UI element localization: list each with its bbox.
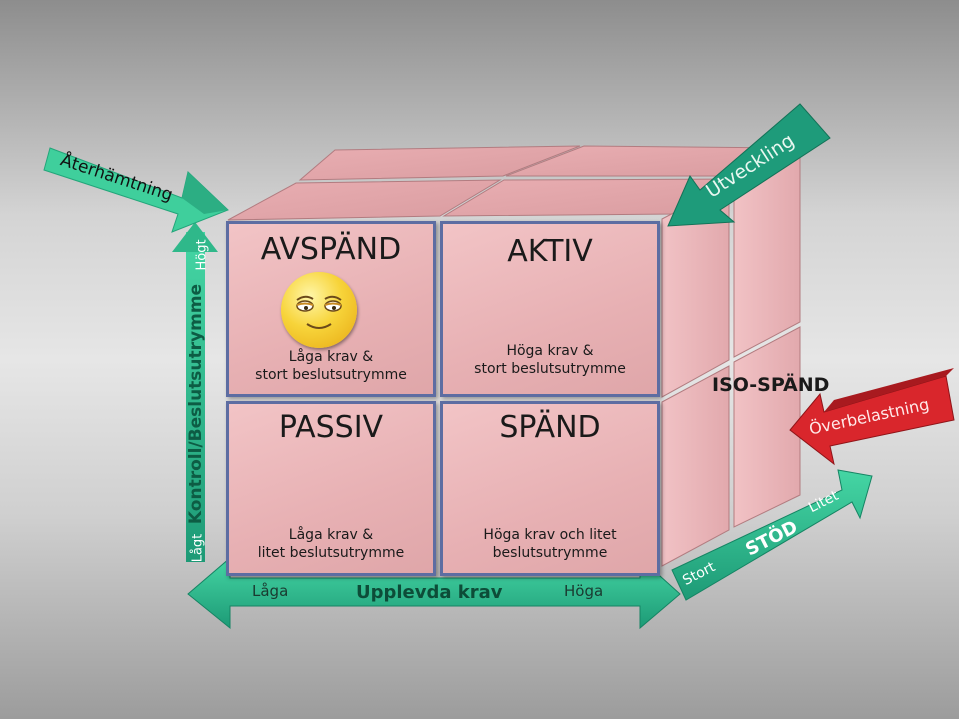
overload-arrow xyxy=(789,375,955,466)
quadrant-description: Låga krav & stort beslutsutrymme xyxy=(255,349,407,383)
quadrant-title: AKTIV xyxy=(507,234,593,269)
quadrant-description: Höga krav och litet beslutsutrymme xyxy=(483,527,617,561)
vertical-axis-title: Kontroll/Beslutsutrymme xyxy=(186,283,206,525)
side-tile-bottom-back xyxy=(733,326,801,528)
quadrant-spand: SPÄND Höga krav och litet beslutsutrymme xyxy=(440,401,660,576)
vertical-axis-low-label: Lågt xyxy=(190,533,206,563)
recovery-arrow-shade xyxy=(182,172,228,214)
side-tile-bottom-front xyxy=(661,365,730,567)
horizontal-axis-title: Upplevda krav xyxy=(356,582,503,603)
quadrant-title: SPÄND xyxy=(499,410,601,445)
quadrant-title: PASSIV xyxy=(278,410,384,445)
vertical-axis-arrow-head xyxy=(172,222,218,252)
vertical-axis-arrow xyxy=(186,232,205,562)
top-tile-front-left xyxy=(227,179,502,221)
top-tile-back-left xyxy=(298,145,581,181)
vertical-axis-high-label: Högt xyxy=(194,239,210,271)
quadrant-avspand: AVSPÄND Låga krav & stort beslutsutrymme xyxy=(226,221,436,397)
horizontal-axis-low-label: Låga xyxy=(252,582,289,600)
horizontal-axis-high-label: Höga xyxy=(564,582,604,600)
iso-spand-label: ISO-SPÄND xyxy=(712,374,830,396)
quadrant-passiv: PASSIV Låga krav & litet beslutsutrymme xyxy=(226,401,436,576)
development-arrow xyxy=(667,103,831,227)
smiley-face-icon xyxy=(281,272,357,348)
quadrant-title: AVSPÄND xyxy=(260,232,402,267)
quadrant-aktiv: AKTIV Höga krav & stort beslutsutrymme xyxy=(440,221,660,397)
quadrant-description: Höga krav & stort beslutsutrymme xyxy=(474,343,626,377)
support-axis-arrow xyxy=(671,469,873,601)
quadrant-description: Låga krav & litet beslutsutrymme xyxy=(257,527,405,561)
overload-arrow-top xyxy=(824,368,954,412)
